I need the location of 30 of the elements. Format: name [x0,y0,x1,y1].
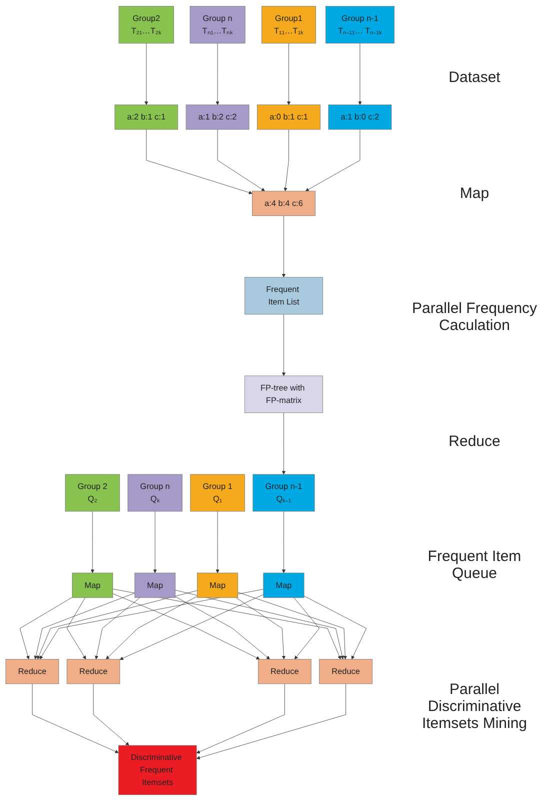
node-box: a:4 b:4 c:6 [252,190,316,216]
node-box: Map [134,572,176,598]
node-box: a:0 b:1 c:1 [257,104,320,130]
stage-label: Reduce [448,432,502,450]
node-box: Reduce [258,659,312,684]
stage-label: Parallel Discriminative Itemsets Mining [420,680,528,732]
node-box: Group n-1 Qₖ₋₁ [252,474,315,512]
node-box: Reduce [319,659,372,684]
node-box: a:1 b:2 c:2 [186,104,250,130]
node-box: Group n Qₖ [128,474,182,512]
node-box: Frequent Item List [244,277,323,314]
node-box: Group n Tₙ₁…Tₙₖ [190,6,246,44]
node-box: Map [263,572,304,598]
stage-label: Dataset [448,69,502,86]
node-box: a:2 b:1 c:1 [114,104,178,130]
stage-label: Map [458,184,490,202]
node-box: a:1 b:0 c:2 [328,104,392,130]
node-box: Group2 T₂₁…T₂ₖ [118,6,174,44]
node-box: Reduce [66,659,120,684]
node-box: Map [72,572,113,598]
node-box: Discriminative Frequent Itemsets [118,745,197,795]
node-box: Reduce [6,659,59,684]
stage-label: Parallel Frequency Caculation [410,300,538,334]
stage-label: Frequent Item Queue [426,548,522,582]
node-box: Group n-1 Tₙ₋₁₁… Tₙ₋₁ₖ [326,6,394,44]
node-box: Group 2 Q₂ [65,474,120,512]
node-box: FP-tree with FP-matrix [244,376,323,414]
node-box: Map [197,572,238,598]
node-box: Group 1 Q₁ [190,474,245,512]
node-box: Group1 T₁₁…T₁ₖ [262,6,316,44]
